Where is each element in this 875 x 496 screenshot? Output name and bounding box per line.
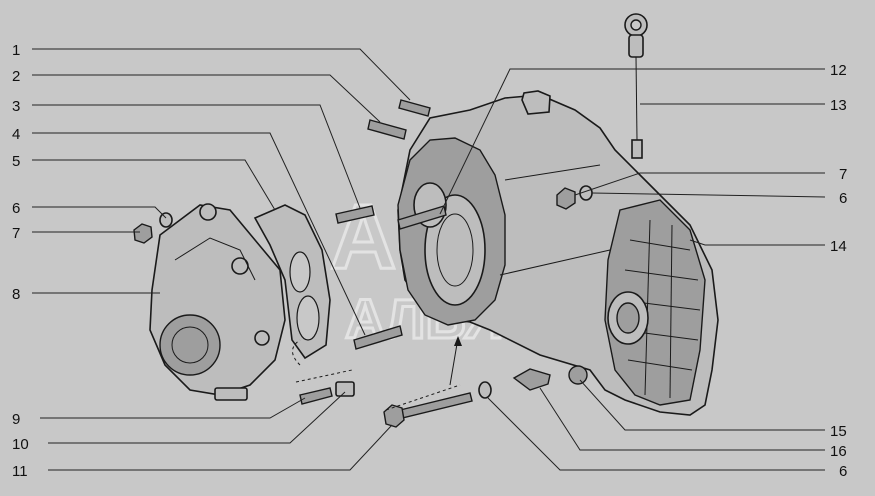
callout-12: 12 (830, 62, 847, 79)
callout-2: 2 (12, 68, 20, 85)
callout-10: 10 (12, 436, 29, 453)
callout-6: 6 (12, 200, 20, 217)
callout-15: 15 (830, 423, 847, 440)
callout-8: 8 (12, 286, 20, 303)
callout-16: 16 (830, 443, 847, 460)
callout-5: 5 (12, 153, 20, 170)
dipstick (624, 13, 648, 159)
gearbox-housing (397, 90, 719, 416)
gasket (253, 204, 331, 360)
callout-7-right: 7 (839, 166, 847, 183)
callout-7: 7 (12, 225, 20, 242)
leader-lines (32, 48, 826, 471)
studs (335, 99, 447, 350)
callout-11: 11 (12, 463, 28, 480)
callout-13: 13 (830, 97, 847, 114)
callout-6-right: 6 (839, 190, 847, 207)
assembly-guides (292, 336, 462, 411)
callout-1: 1 (12, 42, 20, 59)
callout-6-bottom: 6 (839, 463, 847, 480)
rear-cover (149, 203, 286, 401)
callout-4: 4 (12, 126, 20, 143)
callout-9: 9 (12, 411, 20, 428)
fasteners (133, 185, 593, 428)
callout-3: 3 (12, 98, 20, 115)
callout-14: 14 (830, 238, 847, 255)
callout-labels: 1 2 3 4 5 6 7 8 9 10 11 12 13 7 6 14 15 … (12, 42, 847, 480)
